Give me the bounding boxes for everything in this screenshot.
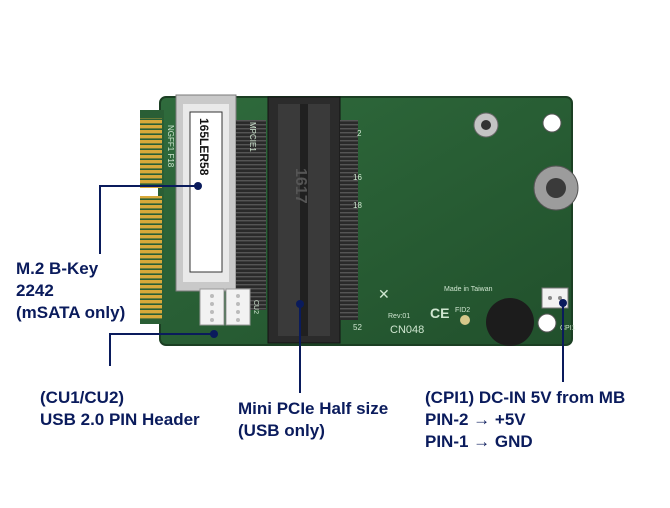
fid-silk-text: FID2 <box>455 307 470 314</box>
pin-18-label: 18 <box>353 201 362 210</box>
callout-m2-line2: 2242 <box>16 281 54 300</box>
ce-mark: CE <box>430 305 449 321</box>
edge-connector-fingers <box>140 118 162 320</box>
board-right-details: Made in Taiwan CN048 Rev:01 CE FID2 CPI1… <box>378 112 579 346</box>
sticker-label-text: 165LER58 <box>197 118 211 176</box>
pin-16-label: 16 <box>353 173 362 182</box>
callout-m2-bkey: M.2 B-Key 2242 (mSATA only) <box>16 258 125 324</box>
callout-usb-line2: USB 2.0 PIN Header <box>40 410 200 429</box>
callout-m2-line3: (mSATA only) <box>16 303 126 322</box>
callout-mpcie-line1: Mini PCIe Half size <box>238 399 389 418</box>
made-in-text: Made in Taiwan <box>444 286 493 293</box>
m2-connector: 165LER58 NGFF1 F18 <box>166 94 237 292</box>
model-silk-text: CN048 <box>390 324 424 336</box>
callout-usb-header: (CU1/CU2) USB 2.0 PIN Header <box>40 387 200 431</box>
callout-leaders <box>99 182 567 393</box>
callout-dcin-line3: PIN-1 → GND <box>425 432 533 451</box>
leader-m2 <box>99 185 198 254</box>
pin-52-label: 52 <box>353 323 362 332</box>
mpcie-silk-text: MPCIE1 <box>248 122 257 152</box>
mpcie-socket: 1617 MPCIE1 2 16 18 52 <box>236 96 362 344</box>
cpi1-silk-text: CPI1 <box>560 325 576 332</box>
callout-dc-in: (CPI1) DC-IN 5V from MB PIN-2 → +5V PIN-… <box>425 387 625 453</box>
callout-mpcie: Mini PCIe Half size (USB only) <box>238 398 388 442</box>
callout-dcin-line2: PIN-2 → +5V <box>425 410 526 429</box>
callout-usb-line1: (CU1/CU2) <box>40 388 125 407</box>
slot-mark-text: 1617 <box>292 168 309 204</box>
m2-silk-text: NGFF1 F18 <box>166 125 175 168</box>
callout-mpcie-line2: (USB only) <box>238 421 325 440</box>
weee-mark: ✕ <box>378 286 390 302</box>
callout-m2-line1: M.2 B-Key <box>16 259 99 278</box>
leader-m2-dot <box>194 182 202 190</box>
revision-silk-text: Rev:01 <box>388 313 410 320</box>
callout-dcin-line1: (CPI1) DC-IN 5V from MB <box>425 388 626 407</box>
usb-pin-headers: CU2 <box>199 288 259 326</box>
pin-2-label: 2 <box>357 129 362 138</box>
leader-usb-dot <box>210 330 218 338</box>
cu2-silk-text: CU2 <box>252 300 259 314</box>
leader-dcin-dot <box>559 299 567 307</box>
leader-mpcie-dot <box>296 300 304 308</box>
leader-usb <box>109 333 214 366</box>
